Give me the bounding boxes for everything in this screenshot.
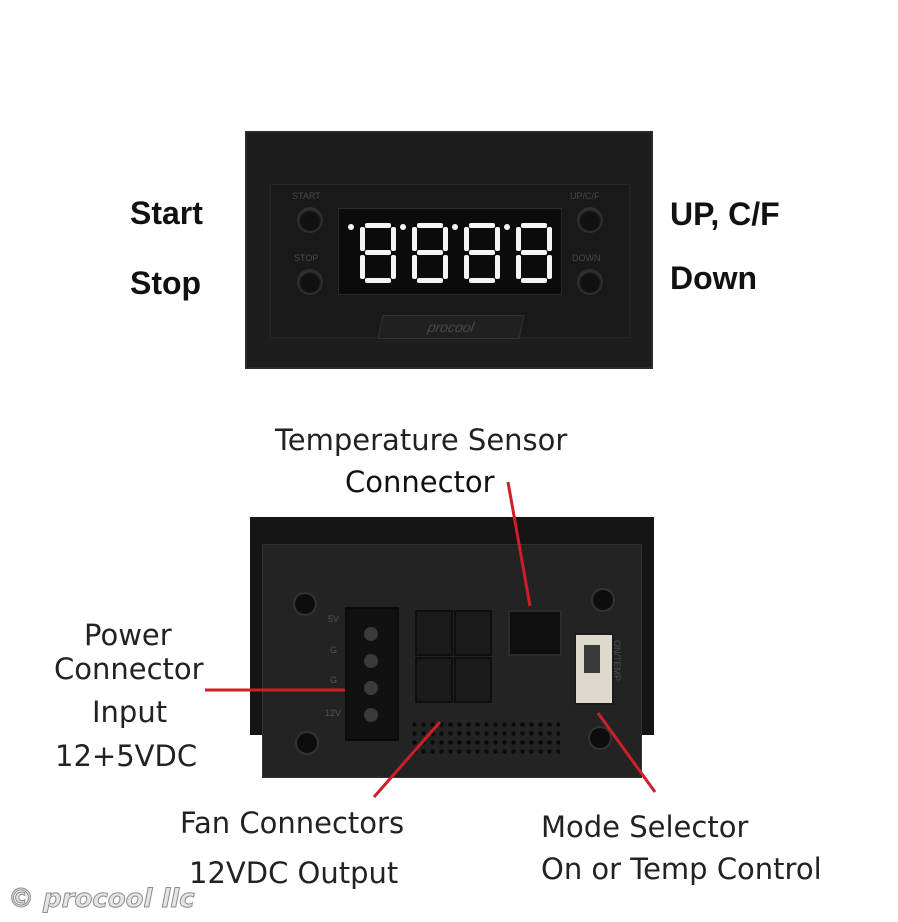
led-display: 8888 (338, 208, 562, 295)
fan-connector[interactable] (454, 657, 492, 703)
display-segment (516, 255, 521, 279)
display-segment (464, 255, 469, 279)
switch-slider[interactable] (584, 645, 600, 673)
mode-label-line1: Mode Selector (541, 810, 749, 844)
display-segment (516, 227, 521, 251)
display-segment (547, 255, 552, 279)
display-segment (365, 250, 391, 255)
copyright-watermark: © procool llc (8, 884, 196, 915)
power-label-line4: 12+5VDC (55, 739, 198, 773)
connector-pin (364, 627, 378, 641)
down-button[interactable] (579, 271, 601, 293)
screw-icon (590, 728, 610, 748)
power-connector[interactable] (345, 607, 399, 741)
power-label-line1: Power (84, 618, 172, 652)
display-segment (521, 278, 547, 283)
display-segment (412, 255, 417, 279)
connector-pin (364, 681, 378, 695)
pin-label: 12V (325, 708, 342, 718)
pin-label: G (330, 645, 338, 655)
sensor-callout-line (506, 481, 532, 607)
display-dot (348, 224, 354, 230)
display-segment (391, 255, 396, 279)
screw-icon (297, 733, 317, 753)
up-button-caption: UP/C/F (570, 191, 600, 201)
stop-label: Stop (130, 265, 202, 301)
screw-icon (295, 594, 315, 614)
power-label-line3: Input (92, 695, 168, 729)
display-segment (464, 227, 469, 251)
mode-callout-line (596, 712, 657, 793)
fan-label-line1: Fan Connectors (180, 806, 405, 840)
connector-pin (364, 708, 378, 722)
display-segment (547, 227, 552, 251)
display-segment (360, 255, 365, 279)
display-segment (365, 278, 391, 283)
display-segment (417, 223, 443, 228)
display-dot (504, 224, 510, 230)
up-label: UP, C/F (670, 196, 780, 232)
switch-caption: ON/TEMP (612, 640, 622, 682)
fan-label-line2: 12VDC Output (189, 856, 399, 890)
display-segment (495, 255, 500, 279)
pin-label: G (330, 675, 338, 685)
display-segment (469, 223, 495, 228)
display-dot (400, 224, 406, 230)
display-segment (443, 255, 448, 279)
start-label: Start (130, 195, 203, 231)
start-button[interactable] (299, 209, 321, 231)
fan-callout-line (372, 721, 442, 798)
display-segment (443, 227, 448, 251)
temperature-sensor-connector[interactable] (508, 610, 562, 656)
display-segment (412, 227, 417, 251)
seven-segment-digits (348, 223, 552, 283)
fan-connector[interactable] (415, 610, 453, 656)
connector-pin (364, 654, 378, 668)
down-label: Down (670, 260, 758, 296)
display-segment (391, 227, 396, 251)
screw-icon (593, 590, 613, 610)
down-button-caption: DOWN (572, 253, 601, 263)
pin-label: 5V (328, 614, 340, 624)
display-dot (452, 224, 458, 230)
stop-button[interactable] (299, 271, 321, 293)
up-button[interactable] (579, 209, 601, 231)
mode-selector-switch[interactable] (574, 633, 614, 705)
mode-label-line2: On or Temp Control (541, 852, 822, 886)
display-segment (360, 227, 365, 251)
start-button-caption: START (292, 191, 321, 201)
display-segment (417, 278, 443, 283)
sensor-label-line2: Connector (345, 465, 495, 499)
sensor-label-line1: Temperature Sensor (275, 423, 568, 457)
power-label-line2: Connector (54, 652, 204, 686)
display-segment (417, 250, 443, 255)
stop-button-caption: STOP (294, 253, 319, 263)
display-segment (495, 227, 500, 251)
display-segment (521, 250, 547, 255)
display-segment (469, 250, 495, 255)
display-segment (365, 223, 391, 228)
fan-connector[interactable] (454, 610, 492, 656)
fan-connector[interactable] (415, 657, 453, 703)
display-segment (521, 223, 547, 228)
display-segment (469, 278, 495, 283)
